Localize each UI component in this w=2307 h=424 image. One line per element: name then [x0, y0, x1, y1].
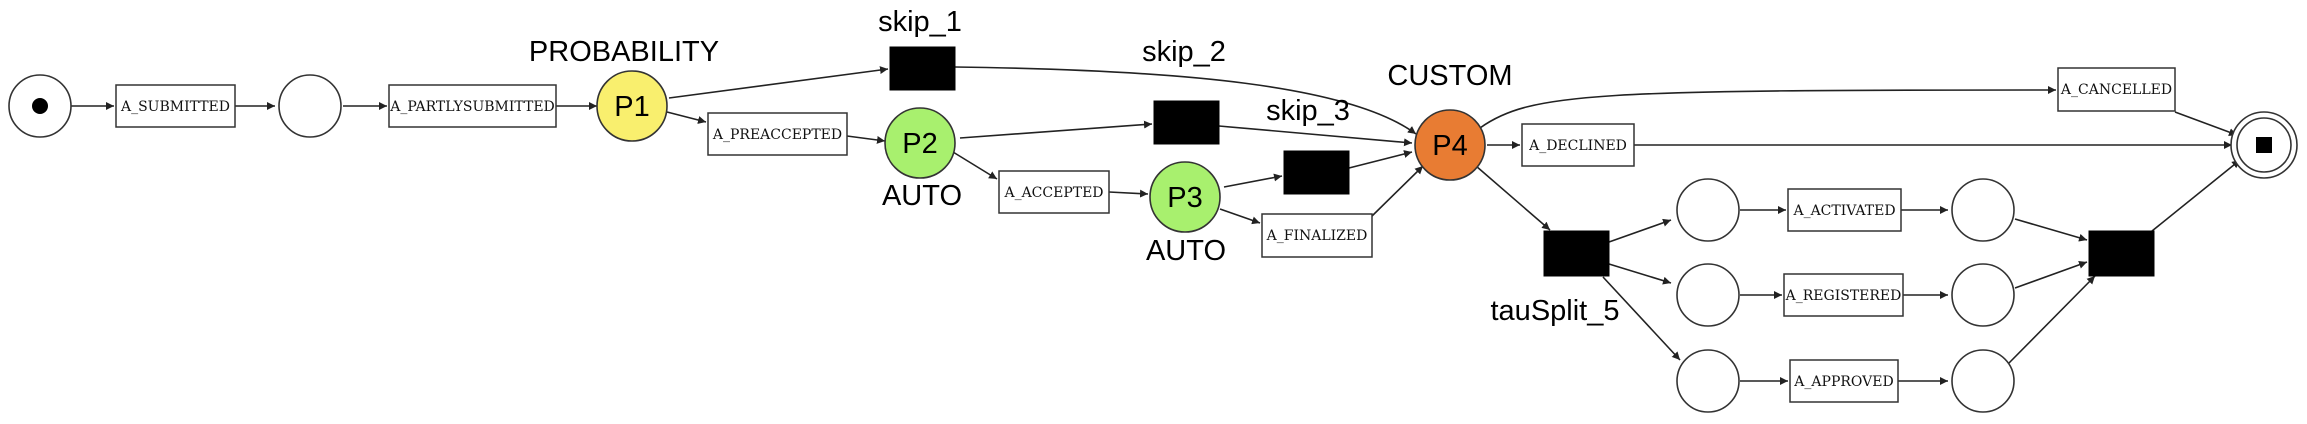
place-before-approved — [1676, 349, 1740, 413]
transition-label: A_APPROVED — [1793, 374, 1893, 390]
arc-place-join-a — [2014, 218, 2088, 242]
arc-tausplit-place-c — [1602, 276, 1681, 361]
decision-point-label: P3 — [1167, 182, 1202, 214]
place-after-activated — [1951, 178, 2015, 242]
start-place — [8, 74, 72, 138]
arc-p2-skip2 — [959, 120, 1153, 139]
arc-place-join-c — [2007, 275, 2096, 365]
transition-a-finalized[interactable]: A_FINALIZED — [1261, 213, 1373, 258]
arc-p1-preaccepted — [666, 111, 707, 124]
transition-a-approved[interactable]: A_APPROVED — [1789, 359, 1899, 403]
silent-transition-skip-3[interactable]: skip_3 — [1266, 95, 1350, 195]
arc-place-join-b — [2014, 260, 2088, 289]
arc-tausplit-place-a — [1608, 218, 1672, 243]
silent-transition-skip-1[interactable]: skip_1 — [878, 6, 962, 91]
transition-a-registered[interactable]: A_REGISTERED — [1783, 273, 1904, 317]
arc-tausplit-place-b — [1608, 263, 1672, 285]
decision-point-circle — [1414, 109, 1486, 181]
silent-transition-join[interactable] — [2088, 230, 2155, 277]
silent-transition-skip-2[interactable]: skip_2 — [1142, 36, 1226, 145]
decision-point-circle — [884, 107, 956, 179]
decision-point-p3[interactable]: P3 AUTO — [1146, 161, 1226, 267]
arc-p3-finalized — [1219, 208, 1261, 225]
place-after-submitted — [278, 74, 342, 138]
arc-p3-skip3 — [1223, 173, 1283, 188]
silent-transition-tausplit-5[interactable]: tauSplit_5 — [1491, 230, 1620, 327]
decision-point-p4[interactable]: P4 CUSTOM — [1387, 60, 1513, 181]
silent-transition-label: skip_2 — [1142, 36, 1226, 68]
transition-label: A_ACCEPTED — [1003, 185, 1103, 201]
arc-p1-skip1 — [668, 66, 889, 99]
decision-point-type: CUSTOM — [1387, 60, 1512, 92]
stop-icon — [2256, 137, 2272, 153]
transition-label: A_FINALIZED — [1266, 228, 1368, 244]
transition-a-preaccepted[interactable]: A_PREACCEPTED — [707, 112, 848, 156]
transition-label: A_SUBMITTED — [120, 99, 230, 115]
decision-point-p1[interactable]: P1 PROBABILITY — [529, 36, 719, 142]
transition-label: A_REGISTERED — [1785, 288, 1902, 304]
transition-a-cancelled[interactable]: A_CANCELLED — [2057, 67, 2176, 112]
transition-label: A_CANCELLED — [2060, 82, 2172, 98]
arc-cancelled-end — [2174, 111, 2238, 136]
decision-point-p2[interactable]: P2 AUTO — [882, 107, 962, 212]
arc-p4-tausplit — [1475, 165, 1551, 231]
decision-point-label: P4 — [1432, 130, 1467, 162]
place-before-registered — [1676, 263, 1740, 327]
arc-p4-cancelled — [1479, 86, 2057, 129]
arc-preaccepted-p2 — [846, 135, 886, 144]
arcs — [71, 66, 2241, 385]
place-before-activated — [1676, 178, 1740, 242]
decision-point-type: PROBABILITY — [529, 36, 719, 68]
silent-transition-label: skip_1 — [878, 6, 962, 38]
transition-label: A_DECLINED — [1528, 138, 1627, 154]
end-place — [2230, 111, 2298, 179]
arc-skip2-p4 — [1218, 125, 1413, 147]
transition-label: A_ACTIVATED — [1792, 203, 1895, 219]
arc-skip1-p4 — [954, 66, 1417, 135]
arc-accepted-p3 — [1108, 189, 1149, 198]
arc-p2-accepted — [952, 151, 998, 180]
token-icon — [32, 98, 48, 114]
decision-point-type: AUTO — [882, 180, 962, 212]
decision-point-type: AUTO — [1146, 235, 1226, 267]
transition-a-submitted[interactable]: A_SUBMITTED — [115, 84, 236, 128]
silent-transition-label: skip_3 — [1266, 95, 1350, 127]
place-after-approved — [1951, 349, 2015, 413]
transition-label: A_PARTLYSUBMITTED — [389, 99, 555, 115]
decision-point-circle — [596, 70, 668, 142]
transition-label: A_PREACCEPTED — [712, 127, 842, 143]
arc-join-end — [2151, 159, 2241, 232]
arc-finalized-p4 — [1369, 165, 1424, 219]
transition-a-accepted[interactable]: A_ACCEPTED — [998, 170, 1110, 214]
decision-point-label: P2 — [902, 128, 937, 160]
place-after-registered — [1951, 263, 2015, 327]
arc-skip3-p4 — [1348, 150, 1413, 169]
decision-point-label: P1 — [614, 91, 649, 123]
transition-a-partlysubmitted[interactable]: A_PARTLYSUBMITTED — [388, 84, 557, 128]
silent-transition-label: tauSplit_5 — [1491, 295, 1620, 327]
transition-a-declined[interactable]: A_DECLINED — [1521, 123, 1635, 167]
decision-point-circle — [1149, 161, 1221, 233]
transition-a-activated[interactable]: A_ACTIVATED — [1787, 188, 1902, 232]
